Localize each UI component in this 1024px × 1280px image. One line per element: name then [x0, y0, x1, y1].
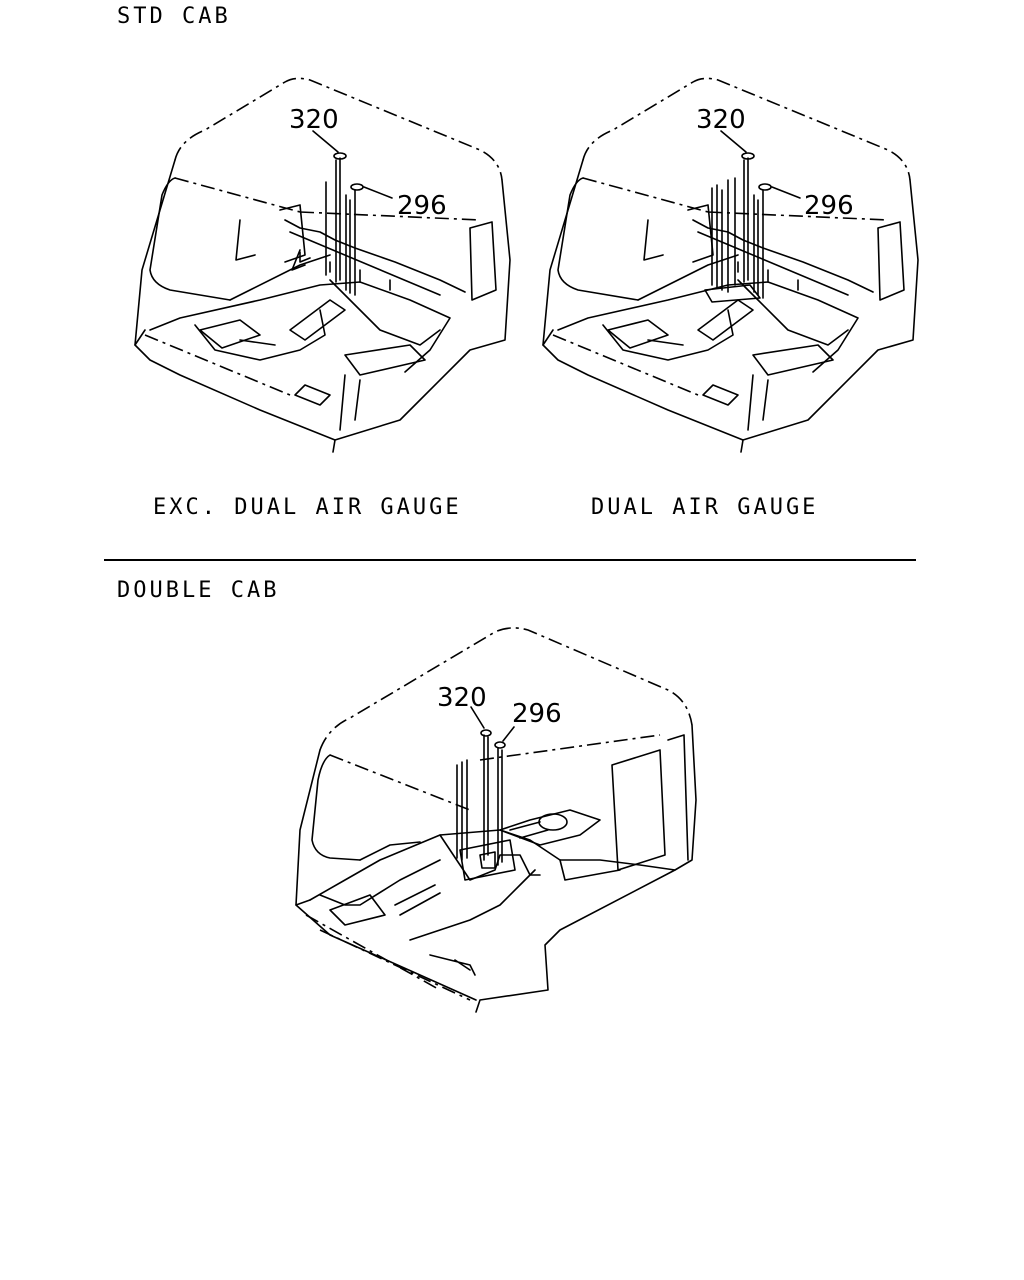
section-title-std-cab: STD CAB [117, 4, 231, 29]
callout-296: 296 [804, 191, 854, 221]
callout-320: 320 [289, 105, 339, 135]
std-cab-dual-illustration: 320 296 [542, 77, 919, 453]
callout-320: 320 [437, 683, 487, 713]
double-cab-illustration: 320 296 [295, 627, 697, 1013]
callout-320: 320 [696, 105, 746, 135]
std-cab-exc-dual-illustration: 320 296 [134, 77, 511, 453]
callout-296: 296 [512, 699, 562, 729]
callout-296: 296 [397, 191, 447, 221]
caption-exc-dual-air-gauge: EXC. DUAL AIR GAUGE [153, 495, 462, 520]
section-title-double-cab: DOUBLE CAB [117, 578, 280, 603]
caption-dual-air-gauge: DUAL AIR GAUGE [591, 495, 819, 520]
